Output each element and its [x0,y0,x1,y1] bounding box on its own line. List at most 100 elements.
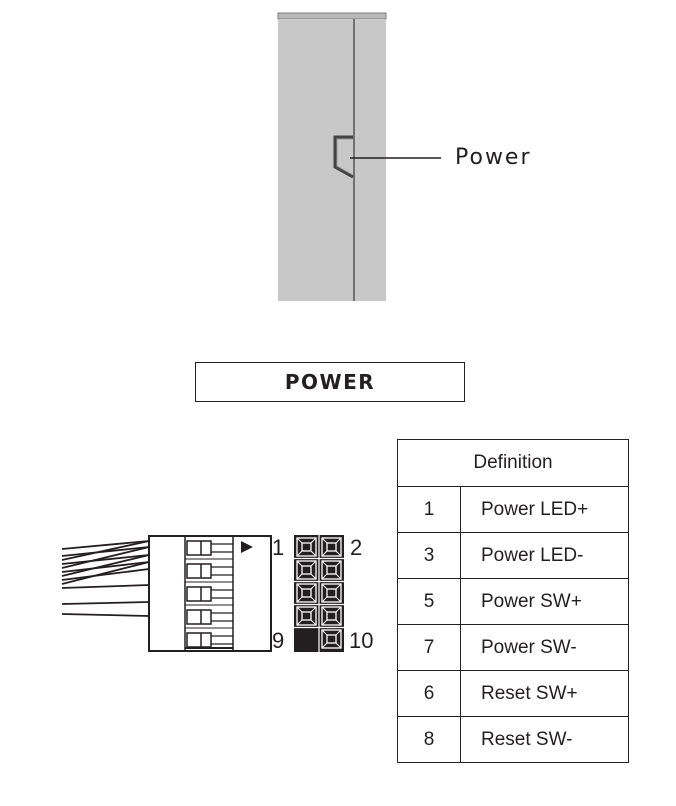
wire [61,584,150,589]
pin-bevel [321,583,328,590]
header-pin [321,606,342,626]
header-pin-core [326,634,337,644]
pin-bevel [335,583,342,590]
header-pin [321,629,342,649]
power-button-icon [333,135,354,179]
pin-bevel [335,606,342,613]
pin-bevel [296,560,303,567]
header-pin-core [326,565,337,575]
section-title: POWER [284,370,376,394]
case-front-panel [278,19,386,301]
pin-number: 1 [397,486,461,533]
pin-bevel [310,619,317,626]
pin1-arrow-icon [241,541,253,553]
case-top-edge [277,12,387,20]
pin-bevel [310,583,317,590]
header-pin-core [301,565,312,575]
plug-slot [186,586,212,602]
header-pin-core [301,588,312,598]
pin-bevel [321,537,328,544]
pin-bevel [296,537,303,544]
pin-signal: Power LED- [460,532,629,579]
pin-bevel [296,573,303,580]
pin-bevel [321,606,328,613]
wire [61,561,150,573]
pin-bevel [335,642,342,649]
pin-bevel [310,550,317,557]
wire [61,601,150,605]
pin-bevel [335,619,342,626]
connector-wires [61,540,150,617]
pin-bevel [321,629,328,636]
pin-bevel [310,560,317,567]
header-pin-core [326,588,337,598]
header-pin-core [301,611,312,621]
table-header-row: Definition [397,439,629,487]
front-panel-connector-diagram [61,535,344,652]
header-pin-core [301,542,312,552]
header-pin-core [326,611,337,621]
wire [61,546,150,569]
wire [61,540,150,561]
wire [61,554,150,565]
pin-bevel [335,629,342,636]
pin-bevel [321,619,328,626]
pin-number: 7 [397,624,461,671]
header-pin [321,537,342,557]
pin-bevel [296,583,303,590]
pin-bevel [310,606,317,613]
pin-label-1: 1 [272,535,285,560]
pin-signal: Power LED+ [460,486,629,533]
pin-bevel [296,619,303,626]
pin-number: 6 [397,670,461,717]
table-row: 1 Power LED+ [397,486,629,533]
pin-definition-table: Definition 1 Power LED+ 3 Power LED- 5 P… [397,439,629,763]
power-callout-label: Power [455,145,532,170]
pin-label-10: 10 [349,628,374,653]
wire [61,613,150,617]
header-pin [321,583,342,603]
pin-label-2: 2 [350,535,363,560]
header-pin-core [326,542,337,552]
pin-bevel [335,573,342,580]
wire [61,568,150,581]
pin-bevel [321,642,328,649]
pin-bevel [321,573,328,580]
pin-number: 5 [397,578,461,625]
pin-bevel [310,537,317,544]
wire [61,540,150,550]
plug-slot [186,609,212,625]
header-pin [296,560,317,580]
table-row: 7 Power SW- [397,624,629,671]
plug-slot [186,632,212,648]
case-side-illustration [277,12,441,301]
pin-number: 8 [397,716,461,763]
pin-bevel [296,596,303,603]
pin-signal: Reset SW+ [460,670,629,717]
pin-bevel [321,596,328,603]
header-pin [321,560,342,580]
wire [61,546,150,557]
pin-bevel [296,550,303,557]
header-pin [296,583,317,603]
pin-signal: Reset SW- [460,716,629,763]
pin-number: 3 [397,532,461,579]
pin-bevel [310,573,317,580]
power-button-inner [336,138,354,176]
pin-bevel [321,560,328,567]
pin-bevel [335,596,342,603]
header-pins [294,535,344,652]
pin-bevel [321,550,328,557]
pin-bevel [335,560,342,567]
section-title-box: POWER [195,362,465,402]
plug-slot [186,540,212,556]
wire [61,561,150,585]
pin-bevel [296,606,303,613]
pin-signal: Power SW+ [460,578,629,625]
table-row: 5 Power SW+ [397,578,629,625]
table-row: 8 Reset SW- [397,716,629,763]
pin-bevel [310,596,317,603]
pin-bevel [335,550,342,557]
header-pin [296,537,317,557]
pin-signal: Power SW- [460,624,629,671]
